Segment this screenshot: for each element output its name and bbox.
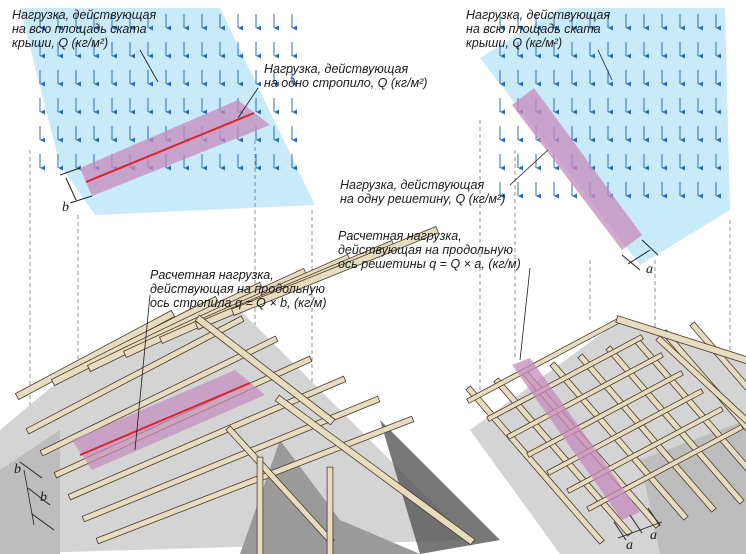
- left-area-load-label: Нагрузка, действующая на всю площадь ска…: [12, 8, 157, 50]
- dimension-a-roof-1: a: [626, 538, 633, 553]
- left-roof-frame: [0, 226, 500, 554]
- dimension-a-top: a: [646, 262, 653, 277]
- dimension-b-roof-1: b: [14, 462, 21, 477]
- rafter-axis-line: [85, 112, 255, 183]
- right-area-load-label: Нагрузка, действующая на всю площадь ска…: [466, 8, 611, 50]
- batten-load-strip: [512, 88, 642, 250]
- dimension-b-roof-2: b: [40, 490, 47, 505]
- rafter-roof-strip: [72, 370, 265, 470]
- right-roof-frame: [465, 315, 746, 554]
- rafter-load-label: Нагрузка, действующая на одно стропило, …: [264, 62, 428, 90]
- batten-load-label: Нагрузка, действующая на одну решетину, …: [340, 178, 506, 206]
- left-load-plane: [20, 8, 315, 215]
- dimension-b-top: b: [62, 200, 69, 215]
- rafter-load-strip: [80, 100, 270, 196]
- right-load-plane: [480, 8, 730, 271]
- leader-lines: [134, 49, 613, 451]
- batten-design-load-label: Расчетная нагрузка, действующая на продо…: [338, 229, 521, 271]
- dimension-a-roof-2: a: [650, 528, 657, 543]
- rafter-design-load-label: Расчетная нагрузка, действующая на продо…: [150, 268, 327, 310]
- batten-roof-strip: [512, 358, 640, 520]
